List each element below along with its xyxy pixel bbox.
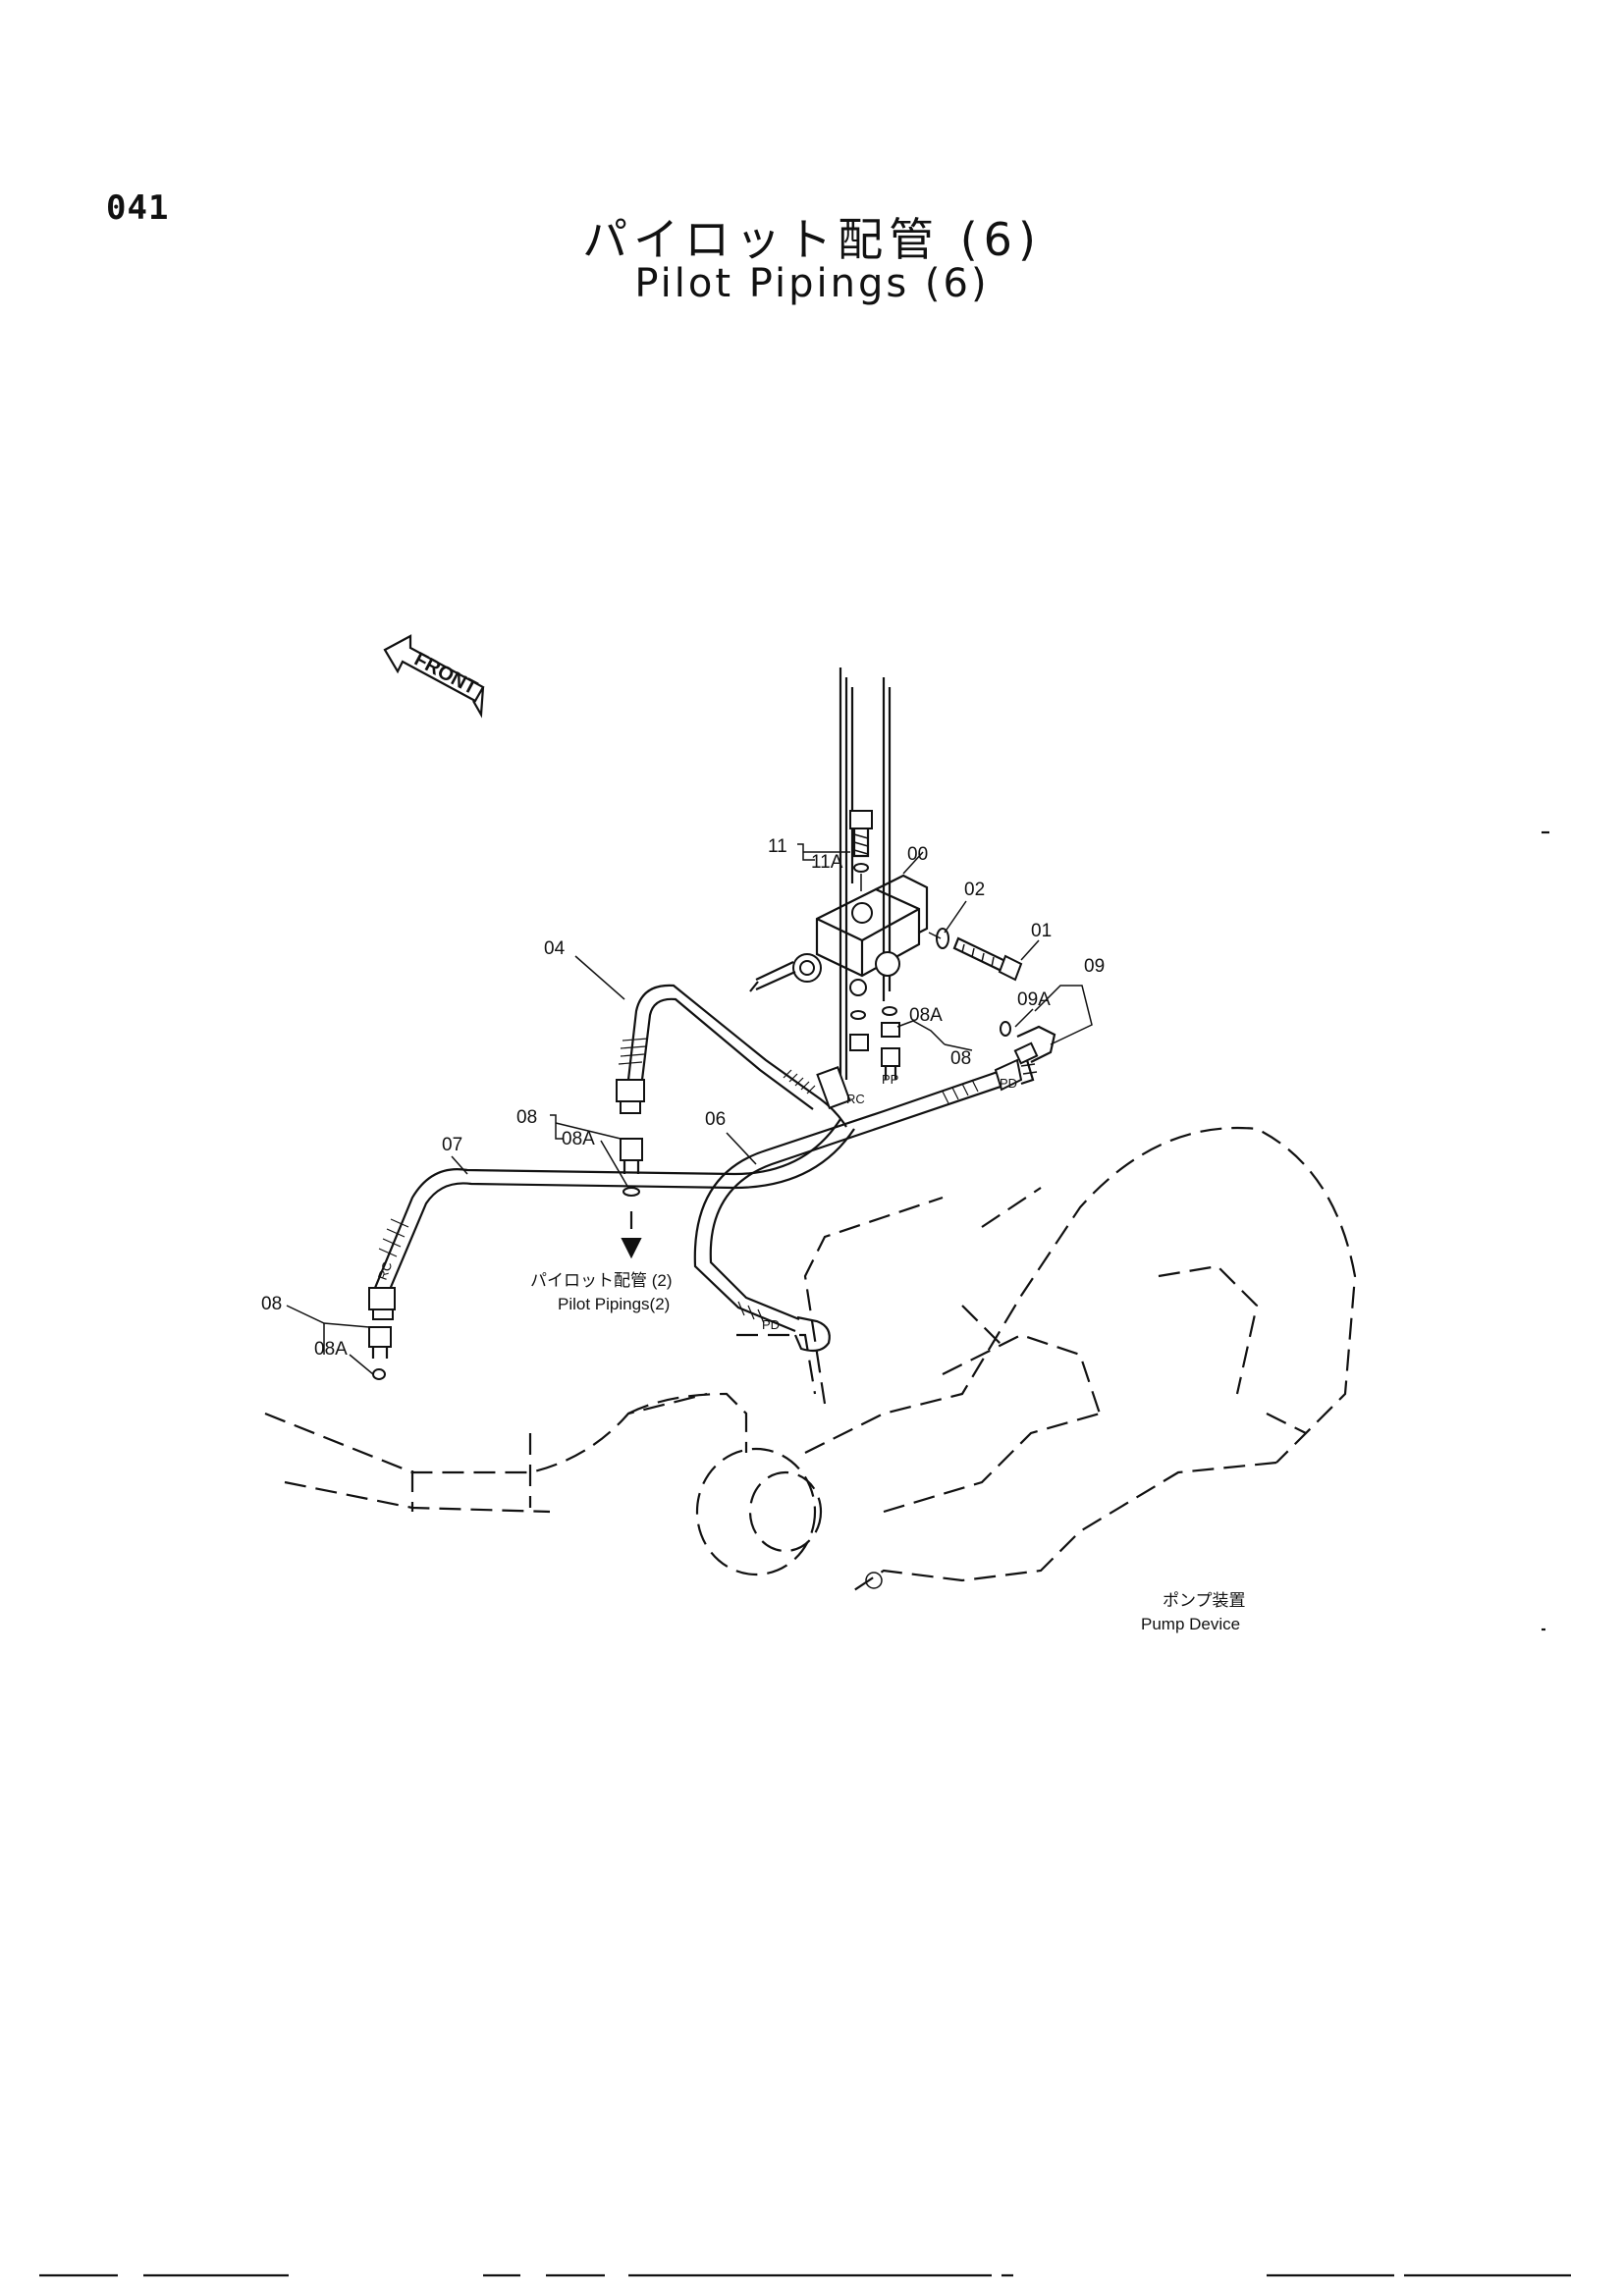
part-label-07: 07 xyxy=(442,1135,462,1155)
part-label-02: 02 xyxy=(964,880,985,900)
part-label-08-mid: 08 xyxy=(516,1107,537,1128)
page-number: 041 xyxy=(106,188,170,228)
port-label-rc-upper: RC xyxy=(846,1092,865,1106)
fitting-08-left xyxy=(368,1326,392,1380)
scan-edge-marks xyxy=(39,830,1571,2277)
hose-04 xyxy=(616,984,851,1128)
port-label-rc-lower: RC xyxy=(375,1259,396,1282)
front-arrow-icon: FRONT xyxy=(383,634,485,719)
part-label-09a: 09A xyxy=(1017,989,1051,1010)
page-title-jp: パイロット配管 (6) xyxy=(582,213,1042,266)
hose-06 xyxy=(693,1058,1023,1353)
ref-pump-jp: ポンプ装置 xyxy=(1163,1591,1246,1610)
bolt-11 xyxy=(849,810,873,891)
part-label-11: 11 xyxy=(768,836,787,857)
port-labels: RC PP PD RC PD xyxy=(375,1072,1017,1332)
part-label-08-top: 08 xyxy=(950,1048,971,1069)
part-label-00: 00 xyxy=(907,844,928,865)
fittings-08-top xyxy=(849,1006,900,1080)
front-label: FRONT xyxy=(410,649,480,700)
fitting-08-mid xyxy=(620,1138,643,1197)
page-title-en: Pilot Pipings (6) xyxy=(634,261,990,306)
pump-device xyxy=(264,1127,1357,1591)
ref-pilot-jp: パイロット配管 (2) xyxy=(530,1271,673,1290)
part-label-08a-mid: 08A xyxy=(562,1129,595,1149)
hose-07 xyxy=(368,1118,855,1320)
reference-notes: パイロット配管 (2) Pilot Pipings(2) ポンプ装置 Pump … xyxy=(530,1271,1246,1633)
port-label-pp: PP xyxy=(882,1072,898,1087)
part-label-08a-left: 08A xyxy=(314,1339,348,1360)
valve-block xyxy=(749,874,929,996)
part-label-08-left: 08 xyxy=(261,1294,282,1314)
part-label-04: 04 xyxy=(544,938,566,959)
leader-lines xyxy=(286,843,1093,1375)
part-label-08a-top: 08A xyxy=(909,1005,943,1026)
reference-arrow-icon xyxy=(621,1211,642,1259)
port-label-pd-upper: PD xyxy=(1000,1076,1017,1091)
part-label-09: 09 xyxy=(1084,956,1105,977)
ref-pilot-en: Pilot Pipings(2) xyxy=(558,1295,670,1313)
elbow-09 xyxy=(1000,1021,1056,1086)
part-labels: 11 11A 00 02 01 09 09A 04 08A 08 08 08A … xyxy=(261,836,1105,1360)
part-label-11a: 11A xyxy=(811,852,843,873)
port-label-pd-lower: PD xyxy=(762,1317,780,1332)
frame-lines xyxy=(839,667,892,1080)
part-label-06: 06 xyxy=(705,1109,726,1130)
ref-pump-en: Pump Device xyxy=(1141,1615,1240,1633)
part-label-01: 01 xyxy=(1031,921,1052,941)
bolt-01 xyxy=(928,928,1023,982)
